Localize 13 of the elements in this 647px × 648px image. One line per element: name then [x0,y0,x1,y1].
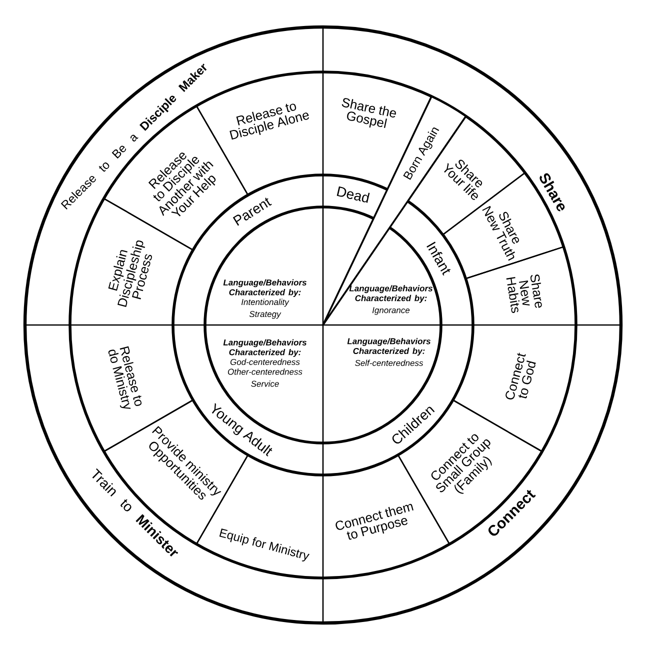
pie-sector-label: Language/Behaviors Characterized by: Self-centeredness [347,338,430,366]
pie-sector-label: Language/Behaviors Characterized by: Ignorance [349,285,432,315]
pie-sector-label: Language/Behaviors Characterized by: Intentionality Strategy [223,279,306,319]
ring-sector-label: Equip for Ministry [219,528,310,562]
pie-sector-label: Language/Behaviors Characterized by: God-centeredness Other-centeredness Service [223,339,306,387]
ring-sector-label: Share the Gospel [342,98,396,128]
inner-ring-sector-label: Dead [336,186,370,203]
ring-sector-label: Connect them to Purpose [336,504,414,540]
ring-sector-label: Release to do Ministry [108,346,142,409]
ring-sector-label: Connect to God [506,352,536,400]
ring-sector-label: Release to Disciple Alone [230,104,310,140]
ring-sector-label: Share New Habits [506,274,542,313]
ring-sector-label: Share New Truth [482,206,519,261]
